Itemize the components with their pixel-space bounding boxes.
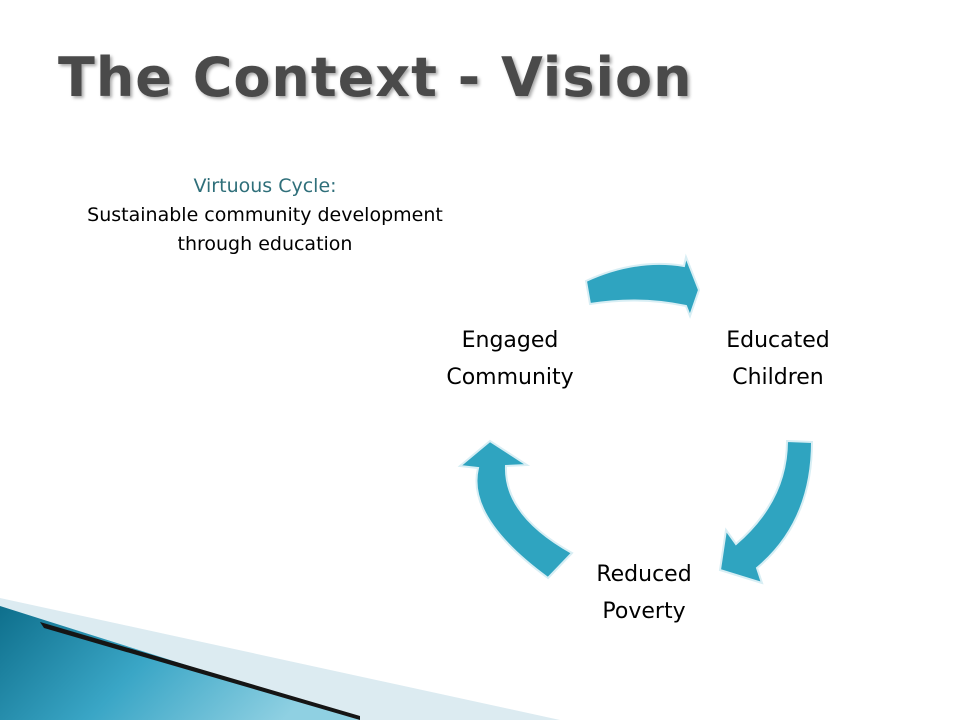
subtitle: Virtuous Cycle: Sustainable community de…	[20, 172, 510, 259]
cycle-node-educated-children: Educated Children	[698, 322, 858, 396]
page-title: The Context - Vision	[58, 46, 693, 109]
cycle-arrow-left	[457, 439, 574, 580]
subtitle-line-2: Sustainable community development	[87, 204, 443, 226]
ribbon-dark	[40, 622, 360, 720]
node-label-line-1: Educated	[726, 328, 830, 353]
node-label-line-2: Poverty	[602, 599, 686, 624]
cycle-node-engaged-community: Engaged Community	[430, 322, 590, 396]
cycle-arrow-top	[584, 253, 701, 319]
cycle-arrow-right	[718, 439, 814, 585]
node-label-line-2: Community	[446, 365, 574, 390]
node-label-line-1: Engaged	[461, 328, 559, 353]
node-label-line-2: Children	[732, 365, 824, 390]
subtitle-lead: Virtuous Cycle:	[193, 175, 337, 197]
cycle-node-reduced-poverty: Reduced Poverty	[564, 556, 724, 630]
subtitle-line-3: through education	[177, 233, 353, 255]
node-label-line-1: Reduced	[596, 562, 692, 587]
